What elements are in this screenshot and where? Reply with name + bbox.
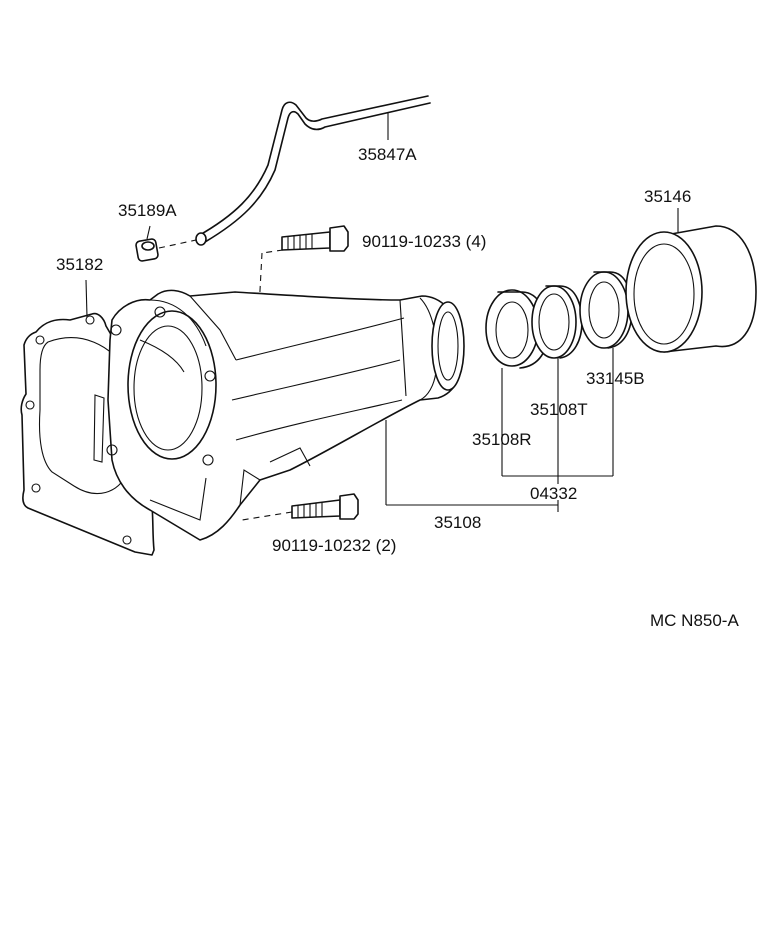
label-pipe: 35847A — [358, 145, 417, 164]
label-catalog-ref: MC N850-A — [650, 611, 739, 630]
label-bolt-lower: 90119-10232 (2) — [272, 536, 396, 555]
bolt-upper — [281, 225, 349, 252]
label-gasket: 35182 — [56, 255, 103, 274]
label-plug: 35189A — [118, 201, 177, 220]
label-seal-t: 35108T — [530, 400, 588, 419]
leader-gasket — [85, 279, 88, 318]
leader-plug — [146, 225, 151, 240]
breather-pipe — [195, 95, 431, 246]
leader-brackets — [385, 348, 614, 512]
label-kit: 04332 — [530, 484, 577, 503]
label-seal-r: 35108R — [472, 430, 532, 449]
bolt-lower-dash — [241, 511, 293, 521]
label-housing: 35108 — [434, 513, 481, 532]
breather-plug — [135, 238, 159, 262]
sleeve — [625, 225, 757, 353]
bushing-t — [531, 285, 583, 359]
extension-housing — [106, 289, 465, 541]
label-seal-b: 33145B — [586, 369, 645, 388]
labels: 35847A 35189A 35182 90119-10233 (4) 9011… — [56, 145, 739, 630]
bolt-upper-dash — [261, 249, 284, 254]
label-bolt-upper: 90119-10233 (4) — [362, 232, 486, 251]
label-sleeve: 35146 — [644, 187, 691, 206]
seal-b — [579, 271, 633, 349]
plug-dash — [158, 239, 197, 249]
bolt-lower — [291, 493, 359, 520]
